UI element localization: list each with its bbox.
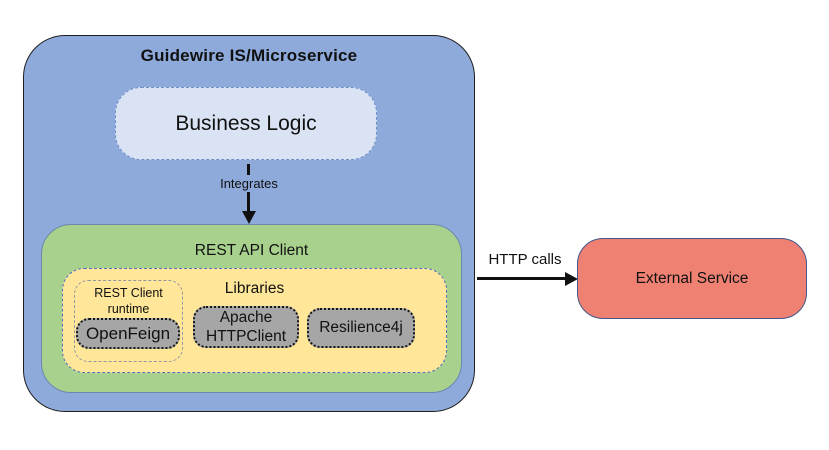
http-calls-arrow-label: HTTP calls <box>488 251 562 268</box>
external-service-label: External Service <box>635 269 749 287</box>
resilience4j-label: Resilience4j <box>319 319 403 336</box>
openfeign-label: OpenFeign <box>85 323 171 343</box>
openfeign-node: OpenFeign <box>76 318 180 349</box>
integrates-arrowhead-icon <box>242 211 256 224</box>
resilience4j-node: Resilience4j <box>307 308 415 348</box>
libraries-label: Libraries <box>224 280 285 297</box>
external-service-node: External Service <box>577 238 807 319</box>
http-calls-arrowhead-icon <box>565 271 578 286</box>
business-logic-label: Business Logic <box>175 111 317 135</box>
microservice-title: Guidewire IS/Microservice <box>140 46 358 65</box>
http-calls-arrow-line <box>477 277 566 280</box>
integrates-arrow-label: Integrates <box>199 175 299 192</box>
rest-client-runtime-group-box <box>74 280 183 362</box>
business-logic-node: Business Logic <box>115 87 377 160</box>
apache-httpclient-node: Apache HTTPClient <box>193 306 299 348</box>
apache-httpclient-label: Apache HTTPClient <box>205 308 287 345</box>
rest-client-runtime-label: REST Client runtime <box>94 286 163 316</box>
rest-api-client-label: REST API Client <box>194 242 309 259</box>
